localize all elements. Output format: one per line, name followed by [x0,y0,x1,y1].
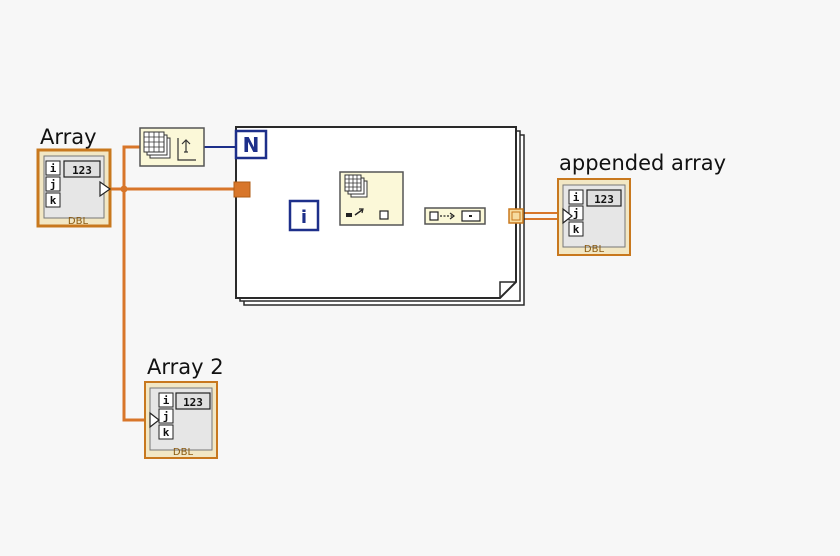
array-terminal[interactable]: i j k 123 DBL [36,148,112,228]
array-output-arrow-icon [99,180,112,198]
index-arrow-icon [346,208,389,220]
loop-iteration-label: i [301,207,307,228]
array2-label: Array 2 [147,355,224,379]
loop-count-label: N [243,133,260,157]
array-index-k: k [50,194,57,207]
array-size-function[interactable] [139,127,205,167]
wire-junction [120,185,128,193]
appended-input-arrow-icon [562,207,573,225]
loop-iteration-terminal[interactable]: i [288,199,320,232]
for-loop-page-curl [499,281,516,298]
reshape-function[interactable] [424,207,486,225]
index-array-function[interactable] [339,171,404,226]
array-label: Array [40,125,97,149]
appended-array-terminal[interactable]: i j k 123 DBL [557,178,631,256]
array2-numeric-label: 123 [183,396,203,409]
appended-type-label: DBL [584,244,605,255]
array-index-i: i [50,162,57,175]
array2-type-label: DBL [173,447,194,458]
array-type-label: DBL [68,216,89,227]
array2-index-j: j [163,410,170,423]
array-index-j: j [50,178,57,191]
array2-index-i: i [163,394,170,407]
loop-count-terminal[interactable]: N [234,129,268,160]
input-tunnel[interactable] [233,181,251,198]
appended-array-label: appended array [559,151,726,175]
array-numeric-label: 123 [72,164,92,177]
array2-input-arrow-icon [149,411,160,429]
array-branch-wire-down[interactable] [122,189,150,422]
array-grid-icon [143,131,171,159]
array-branch-wire-up[interactable] [122,145,140,189]
array2-index-k: k [163,426,170,439]
size-arrow-icon [177,138,196,161]
appended-index-j: j [573,207,580,220]
array2-terminal[interactable]: i j k 123 DBL [144,381,218,459]
appended-numeric-label: 123 [594,193,614,206]
index-grid-icon [344,174,368,198]
output-tunnel[interactable] [508,208,524,224]
appended-index-i: i [573,191,580,204]
appended-index-k: k [573,223,580,236]
